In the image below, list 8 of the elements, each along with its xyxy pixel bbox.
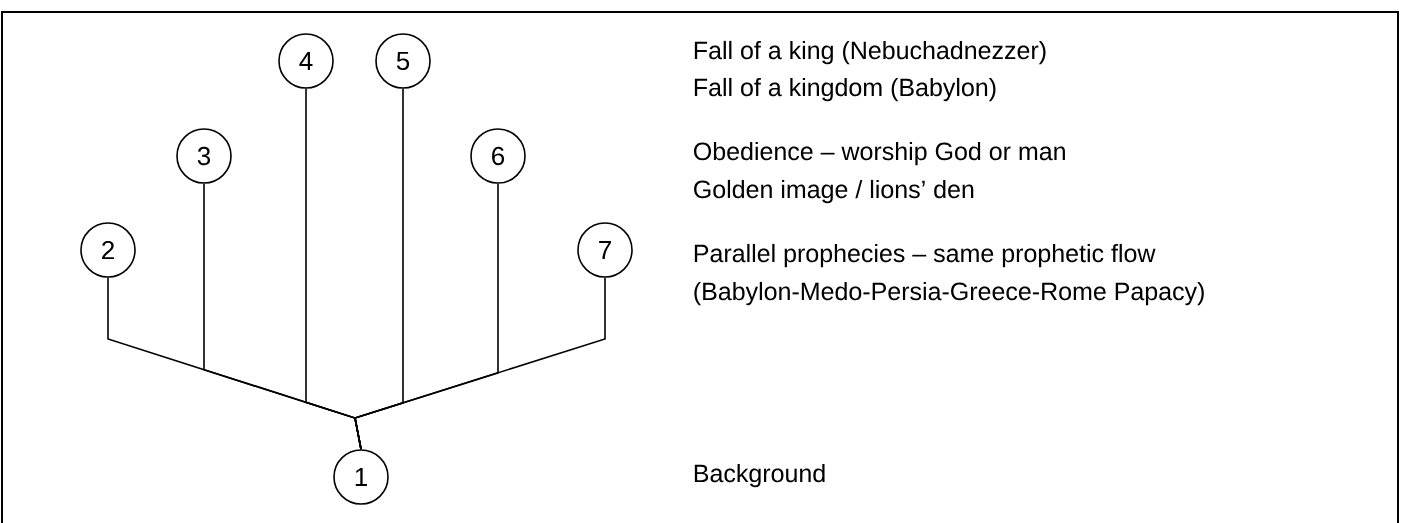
description-text: Fall of a kingdom (Babylon) xyxy=(694,77,996,102)
description-text: Parallel prophecies – same prophetic flow xyxy=(694,243,1156,268)
tree-branch xyxy=(354,277,606,450)
description-text: Golden image / lions’ den xyxy=(694,179,974,204)
description-text: Fall of a king (Nebuchadnezzer) xyxy=(694,40,1046,65)
description-text: Obedience – worship God or man xyxy=(694,141,1065,166)
description-text: Background xyxy=(694,463,825,488)
description-text: (Babylon-Medo-Persia-Greece-Rome Papacy) xyxy=(694,281,1204,306)
